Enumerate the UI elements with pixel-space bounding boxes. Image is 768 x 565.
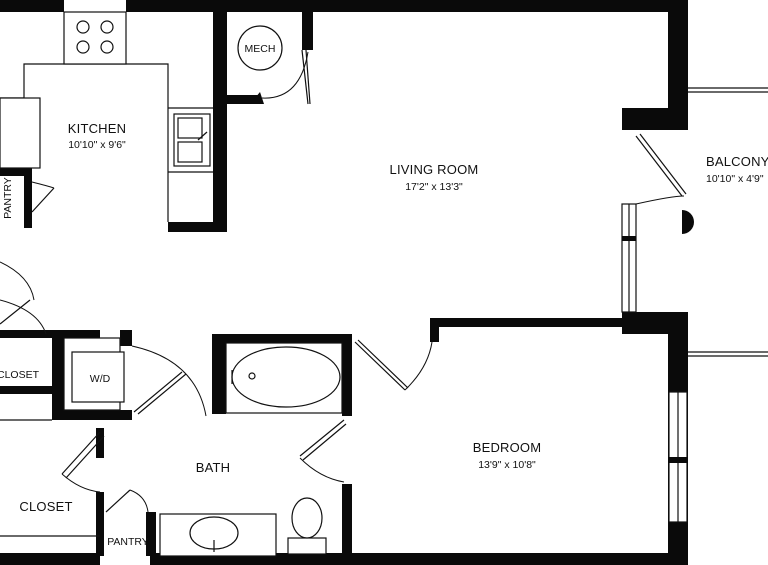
door-swings xyxy=(0,133,687,513)
water-heater-icon xyxy=(237,25,283,71)
washer-dryer-label: W/D xyxy=(90,373,111,385)
bathtub-icon xyxy=(225,342,343,414)
pantry-bottom-label: PANTRY xyxy=(107,536,149,548)
mech-label: MECH xyxy=(245,43,276,55)
bedroom-label: BEDROOM xyxy=(473,440,542,455)
kitchen-fixtures xyxy=(0,11,213,222)
kitchen-dims: 10'10" x 9'6" xyxy=(68,139,126,151)
bath-fixtures xyxy=(63,337,343,557)
living-room-dims: 17'2" x 13'3" xyxy=(405,181,463,193)
balcony-label: BALCONY xyxy=(706,154,768,169)
toilet-icon xyxy=(291,497,323,539)
kitchen-sink-icon xyxy=(173,113,211,167)
kitchen-label: KITCHEN xyxy=(68,121,126,136)
exterior-walls xyxy=(0,0,688,565)
closet-left-label: CLOSET xyxy=(0,369,40,381)
closet-bottom-label: CLOSET xyxy=(19,499,72,514)
pantry-top-label: PANTRY xyxy=(2,177,14,219)
mech-room xyxy=(237,25,311,105)
stove-icon xyxy=(63,11,127,65)
balcony-dims: 10'10" x 4'9" xyxy=(706,173,764,185)
bedroom-dims: 13'9" x 10'8" xyxy=(478,459,536,471)
balcony-light-icon xyxy=(682,210,694,234)
closet-outlines xyxy=(0,419,100,537)
balcony-outline xyxy=(682,87,768,357)
windows xyxy=(621,203,688,523)
bath-label: BATH xyxy=(196,460,231,475)
washer-dryer-icon xyxy=(71,351,125,403)
living-room-label: LIVING ROOM xyxy=(390,162,479,177)
interior-walls xyxy=(0,12,622,556)
room-labels: KITCHEN 10'10" x 9'6" LIVING ROOM 17'2" … xyxy=(0,43,768,548)
